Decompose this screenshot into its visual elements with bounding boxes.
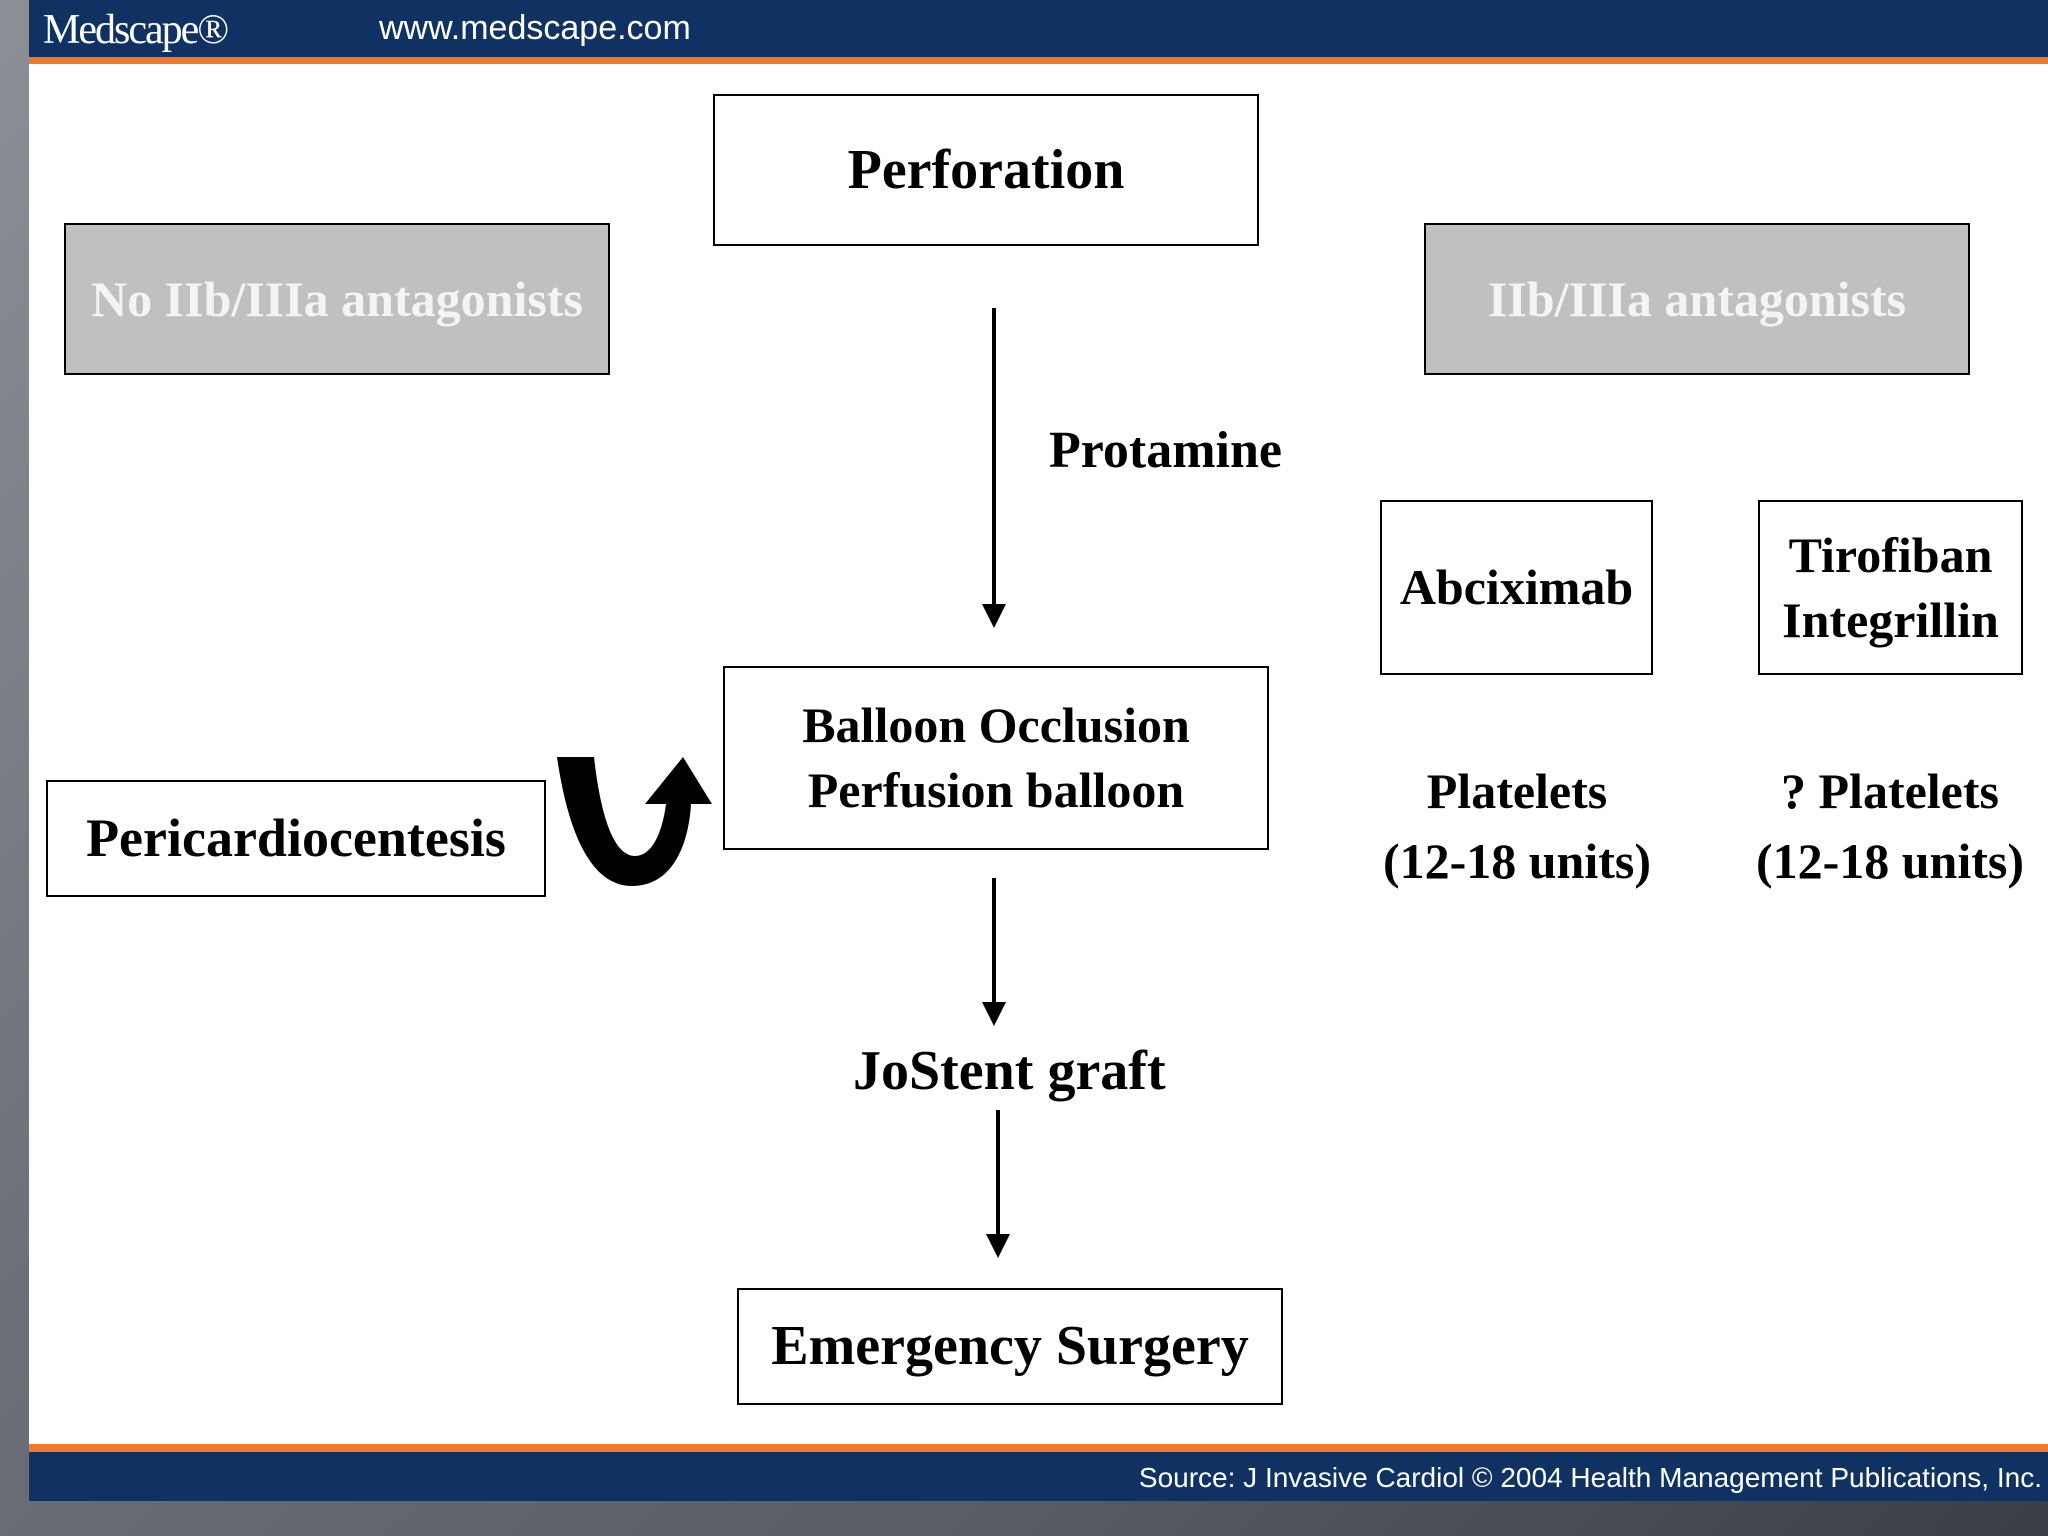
pericardiocentesis-box: Pericardiocentesis <box>46 780 546 897</box>
abciximab-box: Abciximab <box>1380 500 1653 675</box>
no-antagonists-label: No IIb/IIIa antagonists <box>91 270 583 327</box>
platelets-label: Platelets (12-18 units) <box>1373 756 1661 896</box>
arrows-layer <box>557 308 1010 1258</box>
medscape-logo[interactable]: Medscape® <box>43 7 229 53</box>
emergency-surgery-label: Emergency Surgery <box>771 1315 1249 1378</box>
platelets-units-line: (12-18 units) <box>1382 833 1652 889</box>
question-platelets-label: ? Platelets (12-18 units) <box>1745 756 2035 896</box>
perforation-label: Perforation <box>847 138 1125 201</box>
balloon-occlusion-line: Balloon Occlusion <box>802 697 1190 753</box>
source-citation: Source: J Invasive Cardiol © 2004 Health… <box>1138 1462 2042 1493</box>
perfusion-balloon-line: Perfusion balloon <box>807 762 1185 818</box>
curved-arrow-icon <box>557 757 712 886</box>
tirofiban-line: Tirofiban <box>1788 526 1993 583</box>
arrow-perforation-to-balloon <box>982 308 1006 628</box>
question-platelets-line: ? Platelets <box>1781 763 1999 819</box>
site-url[interactable]: www.medscape.com <box>379 9 691 47</box>
antagonists-box: IIb/IIIa antagonists <box>1424 223 1970 375</box>
integrillin-line: Integrillin <box>1782 591 1999 648</box>
tirofiban-integrillin-box: Tirofiban Integrillin <box>1758 500 2023 675</box>
pericardiocentesis-label: Pericardiocentesis <box>86 808 506 869</box>
slide: Medscape® www.medscape.com Perforation N… <box>29 0 2048 1501</box>
abciximab-label: Abciximab <box>1399 559 1634 615</box>
header-bar: Medscape® www.medscape.com <box>29 0 2048 64</box>
footer-bar: Source: J Invasive Cardiol © 2004 Health… <box>29 1444 2048 1501</box>
jostent-graft-label: JoStent graft <box>853 1040 1166 1102</box>
perforation-box: Perforation <box>713 94 1259 246</box>
emergency-surgery-box: Emergency Surgery <box>737 1288 1283 1405</box>
protamine-label: Protamine <box>1049 422 1282 479</box>
no-antagonists-box: No IIb/IIIa antagonists <box>64 223 610 375</box>
balloon-occlusion-box: Balloon Occlusion Perfusion balloon <box>723 666 1269 850</box>
question-platelets-units-line: (12-18 units) <box>1755 833 2025 889</box>
arrow-jostent-to-emergency <box>986 1110 1010 1258</box>
antagonists-label: IIb/IIIa antagonists <box>1487 270 1907 327</box>
platelets-line: Platelets <box>1426 763 1608 819</box>
arrow-balloon-to-jostent <box>982 878 1006 1026</box>
